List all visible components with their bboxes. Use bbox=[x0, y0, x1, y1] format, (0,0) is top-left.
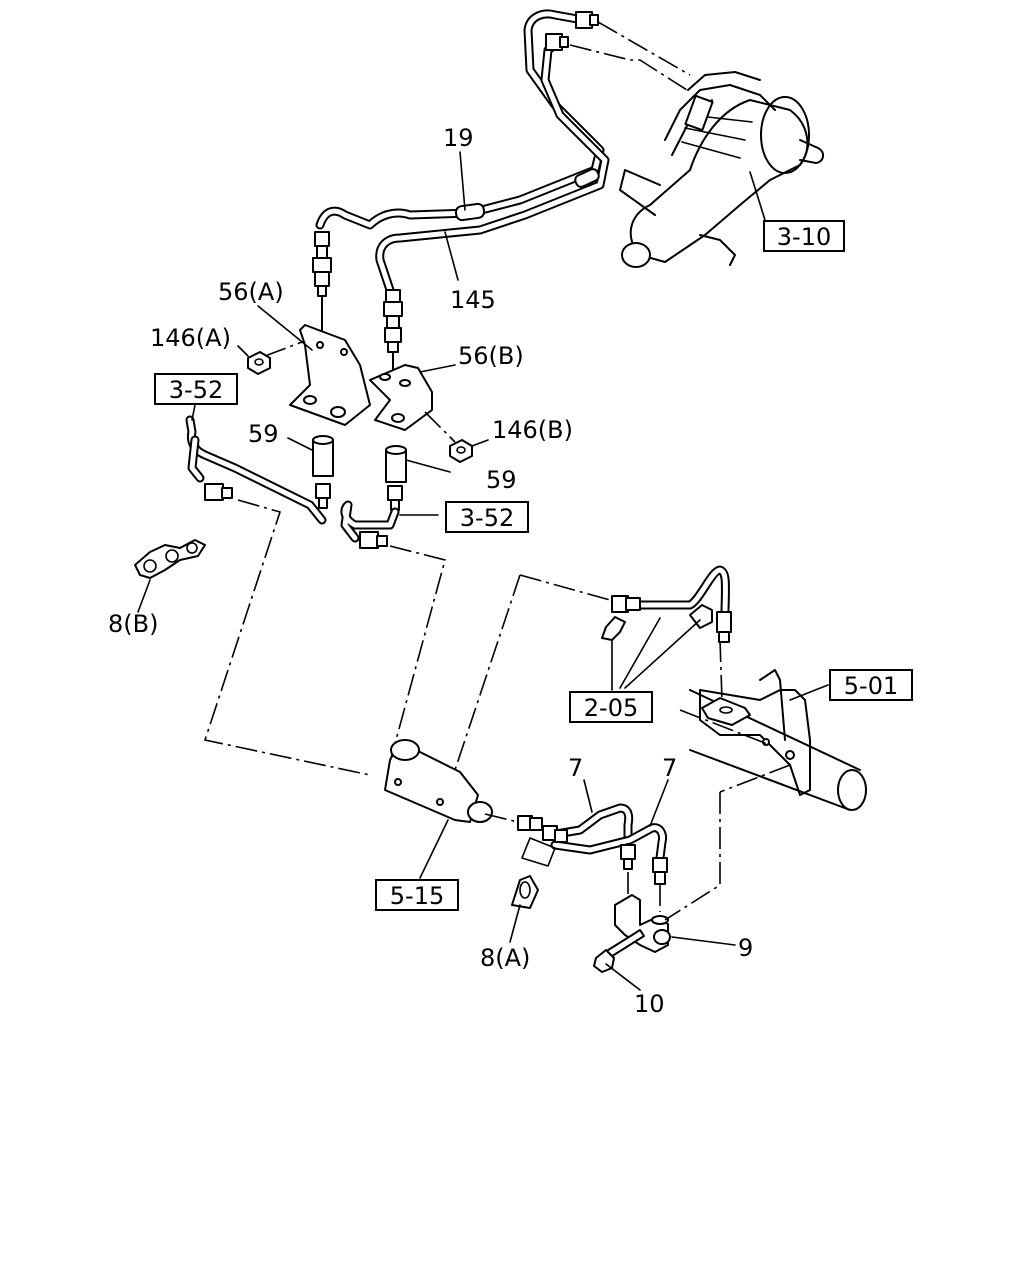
grommet-top bbox=[574, 168, 600, 188]
svg-text:3-52: 3-52 bbox=[460, 504, 514, 532]
spacer-59-right bbox=[385, 445, 407, 483]
ref-3-52-left: 3-52 bbox=[154, 373, 238, 405]
fitting-7-left bbox=[620, 844, 636, 870]
pipe-fitting-right bbox=[383, 289, 403, 353]
leader-145 bbox=[444, 231, 459, 281]
label-145: 145 bbox=[450, 286, 496, 314]
label-59-left: 59 bbox=[248, 420, 279, 448]
bolt-10 bbox=[593, 929, 645, 973]
leader-19 bbox=[459, 151, 466, 211]
leader-146a bbox=[237, 345, 249, 357]
ref-5-15: 5-15 bbox=[375, 879, 459, 911]
flare-nut-top-1 bbox=[575, 11, 599, 29]
brake-pipe-7-right bbox=[550, 823, 667, 863]
flare-nut-top-2 bbox=[545, 33, 569, 51]
leader-10 bbox=[605, 963, 641, 991]
label-19: 19 bbox=[443, 124, 474, 152]
brake-pipe-19 bbox=[315, 9, 605, 230]
flare-nut-axle bbox=[517, 815, 568, 843]
axle-tube-5-15 bbox=[384, 739, 493, 823]
bracket-2-05 bbox=[601, 565, 751, 726]
leader-2-05 bbox=[611, 617, 701, 691]
label-146a: 146(A) bbox=[150, 324, 231, 352]
bracket-56b bbox=[369, 364, 433, 431]
ref-3-10: 3-10 bbox=[763, 220, 845, 252]
bracket-56a bbox=[289, 324, 371, 426]
svg-text:5-15: 5-15 bbox=[390, 882, 444, 910]
label-8b: 8(B) bbox=[108, 610, 158, 638]
leader-59-left bbox=[287, 437, 313, 451]
clip-8b bbox=[134, 539, 206, 579]
label-10: 10 bbox=[634, 990, 665, 1018]
leader-3-10 bbox=[749, 171, 766, 221]
leader-56a bbox=[257, 305, 313, 351]
svg-text:3-10: 3-10 bbox=[777, 223, 831, 251]
label-146b: 146(B) bbox=[492, 416, 573, 444]
label-8a: 8(A) bbox=[480, 944, 530, 972]
brake-pipe-145 bbox=[375, 40, 610, 295]
ref-2-05: 2-05 bbox=[569, 691, 653, 723]
leader-146b bbox=[471, 439, 489, 447]
clip-8a bbox=[511, 875, 539, 909]
grommet-19 bbox=[454, 202, 486, 222]
svg-text:5-01: 5-01 bbox=[844, 672, 898, 700]
label-56b: 56(B) bbox=[458, 342, 524, 370]
leader-8b bbox=[137, 579, 151, 613]
nut-146a bbox=[247, 351, 271, 375]
label-56a: 56(A) bbox=[218, 278, 284, 306]
leader-9 bbox=[671, 936, 736, 946]
leader-56b bbox=[419, 364, 456, 373]
ref-3-52-right: 3-52 bbox=[445, 501, 529, 533]
fitting-lower-left bbox=[315, 483, 331, 509]
brake-pipe-7-left bbox=[545, 803, 634, 850]
clip-8a-mount bbox=[521, 837, 556, 867]
spacer-59-left bbox=[312, 435, 334, 477]
fitting-lower-right bbox=[387, 485, 403, 511]
label-9: 9 bbox=[738, 934, 753, 962]
pipe-fitting-left bbox=[312, 231, 332, 297]
frame-crossmember-5-01 bbox=[679, 669, 867, 811]
brake-pipe-3-52-left bbox=[185, 415, 327, 525]
label-59-right: 59 bbox=[486, 466, 517, 494]
svg-text:3-52: 3-52 bbox=[169, 376, 223, 404]
label-7-right: 7 bbox=[662, 754, 677, 782]
leader-5-01 bbox=[789, 684, 829, 701]
leader-7-right bbox=[649, 779, 669, 827]
label-7-left: 7 bbox=[568, 754, 583, 782]
leader-59-right bbox=[405, 459, 451, 473]
leader-5-15 bbox=[419, 819, 449, 879]
leader-3-52-left bbox=[191, 404, 196, 421]
tee-joint-9 bbox=[614, 894, 671, 953]
svg-text:2-05: 2-05 bbox=[584, 694, 638, 722]
leader-8a bbox=[509, 904, 521, 943]
nut-146b bbox=[449, 439, 473, 463]
fitting-7-right bbox=[652, 857, 668, 885]
leader-7-left bbox=[583, 779, 593, 813]
master-cylinder-assembly bbox=[619, 71, 824, 268]
ref-5-01: 5-01 bbox=[829, 669, 913, 701]
brake-pipe-3-52-right bbox=[340, 500, 400, 549]
